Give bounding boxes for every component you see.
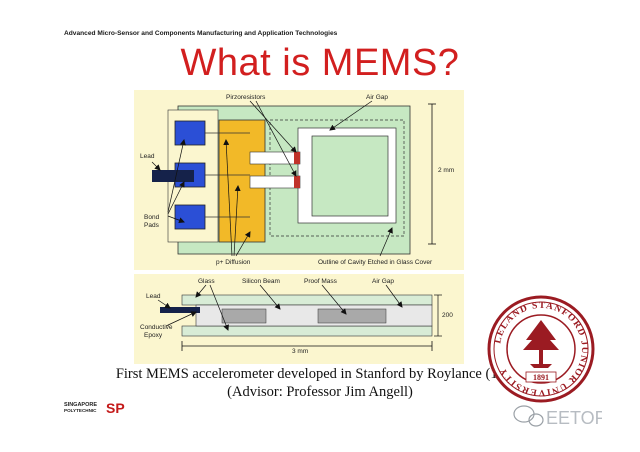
label-cavity-outline: Outline of Cavity Etched in Glass Cover [318,259,433,266]
label-conductive-epoxy-2: Epoxy [144,332,163,339]
beam-upper [249,151,301,165]
chat-bubble-icon [513,405,544,427]
stanford-seal: LELAND STANFORD JUNIOR UNIVERSITY 1891 [486,294,596,409]
label-proof-mass: Proof Mass [304,278,338,285]
label-p-diffusion: p+ Diffusion [216,259,251,266]
piezoresistor-2 [294,176,300,188]
proof-mass-section-2 [317,308,387,324]
caption-line-2: (Advisor: Professor Jim Angell) [227,384,413,400]
seal-year: 1891 [533,373,549,382]
caption-line-1: First MEMS accelerometer developed in St… [115,366,525,382]
label-air-gap-top: Air Gap [366,94,388,101]
glass-bottom [181,325,433,337]
label-silicon-beam: Silicon Beam [242,278,280,285]
sp-logo-line-2: POLYTECHNIC [64,408,97,413]
header-text: Advanced Micro-Sensor and Components Man… [64,30,338,37]
label-lead-top: Lead [140,153,155,160]
lead-bottom [160,307,200,313]
label-air-gap-bottom: Air Gap [372,278,394,285]
tree-icon [523,320,559,368]
label-piezoresistors: Pirzoresistors [226,94,266,101]
watermark-text: EETOP [546,408,602,428]
label-conductive-epoxy-1: Conductive [140,324,173,331]
bond-pad-3 [174,204,206,230]
piezoresistor-1 [294,152,300,164]
label-bond-pads-1: Bond [144,214,160,221]
watermark: EETOP [512,402,607,437]
label-lead-bottom: Lead [146,293,161,300]
proof-mass [311,135,389,217]
label-2mm: 2 mm [438,167,454,174]
lead-wire [152,170,194,182]
label-glass: Glass [198,278,215,285]
page-title: What is MEMS? [180,42,460,84]
label-200: 200 [442,312,453,319]
sp-logo-mark: SP [106,400,125,416]
label-3mm: 3 mm [292,348,308,355]
sp-logo-line-1: SINGAPORE [64,402,97,408]
beam-lower [249,175,301,189]
sp-logo: SINGAPORE POLYTECHNIC SP [64,398,134,423]
proof-mass-section-1 [221,308,267,324]
label-bond-pads-2: Pads [144,222,160,229]
bond-pad-1 [174,120,206,146]
